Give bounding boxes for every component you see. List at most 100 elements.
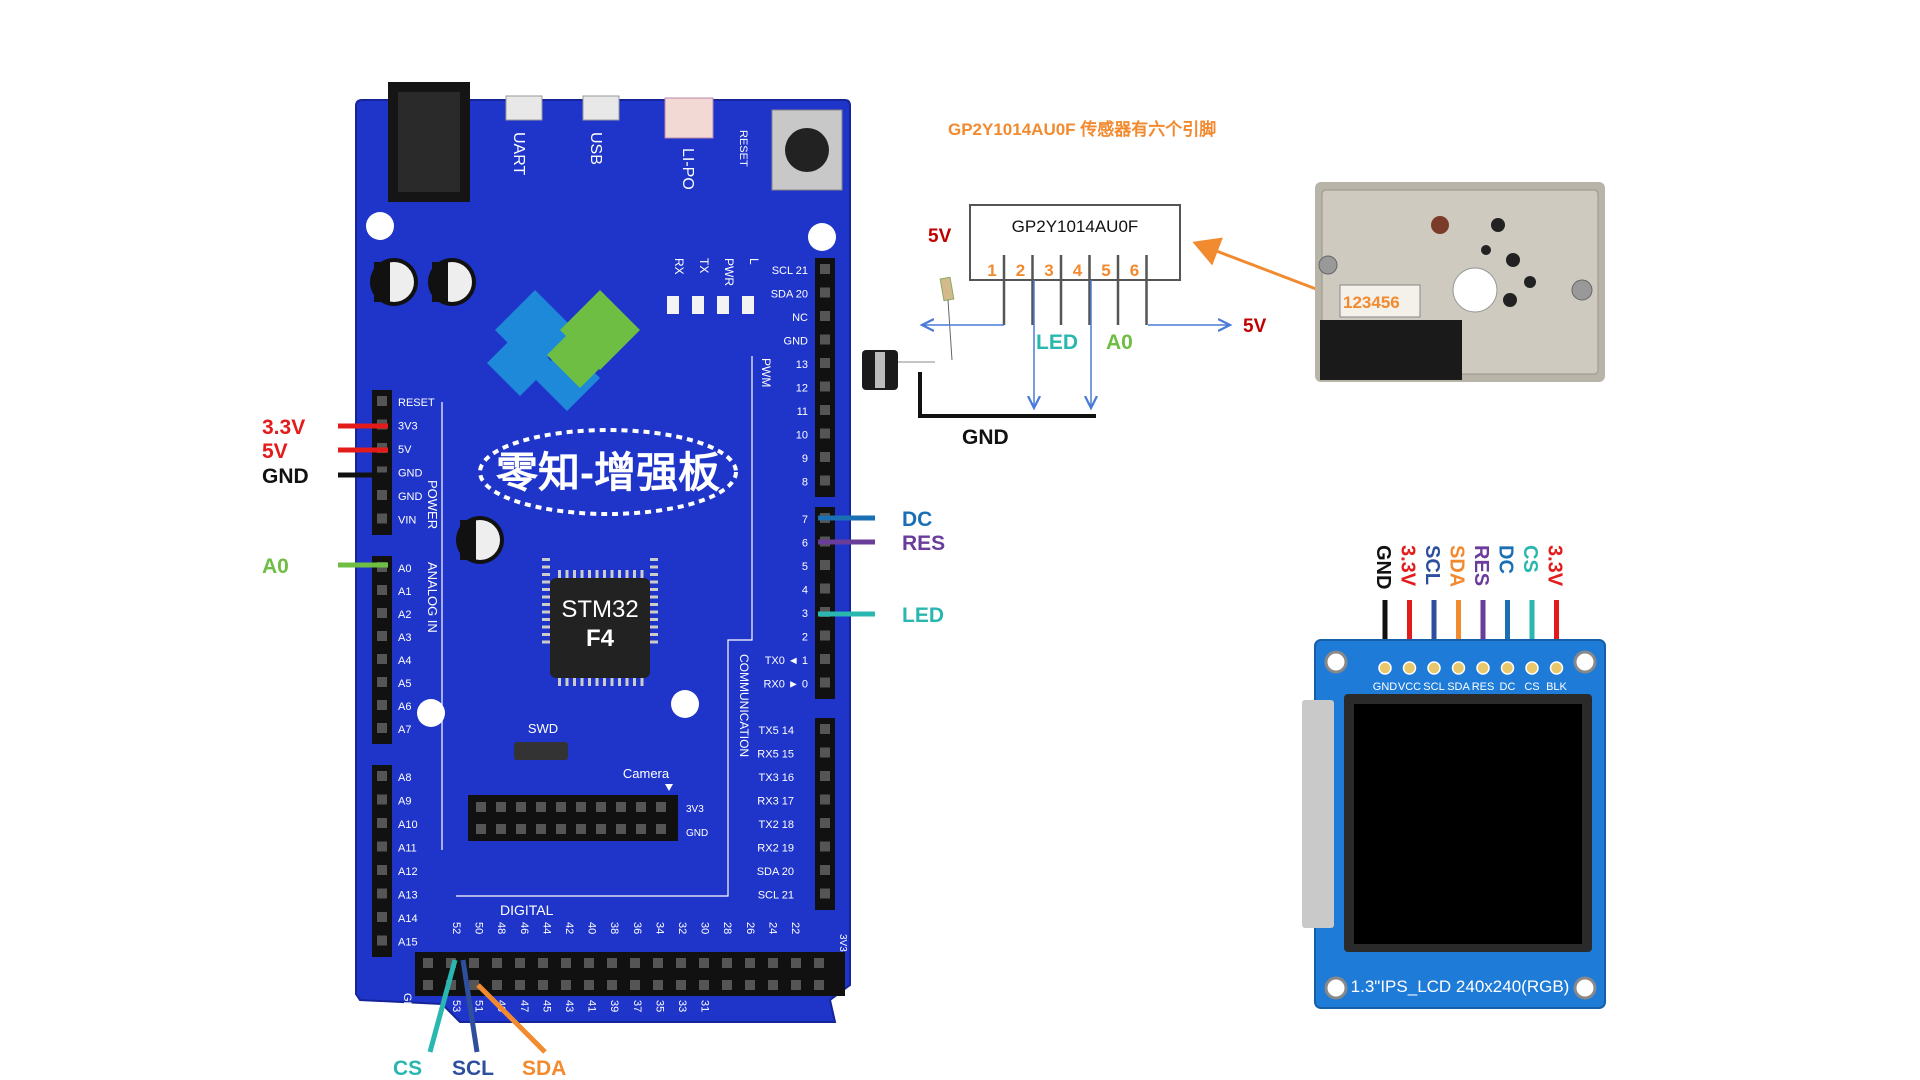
lcd-silk-label: BLK [1546,681,1567,693]
wire-bottom-label: SCL [452,1057,494,1080]
analog-pin-label: A5 [398,678,411,690]
sensor-photo: 123456 [1315,182,1605,382]
digital-pin-label: 9 [802,453,808,465]
led-indicator [717,296,729,314]
digital-pin-label: 5 [802,561,808,573]
board-name-oval [478,428,738,516]
comm-pin-label: TX3 16 [759,772,794,784]
sensor-led-label: LED [1036,331,1078,354]
usb-port [582,95,620,121]
led-label: PWR [722,258,736,286]
uart-port [505,95,543,121]
lcd-pin-label: 3.3V [1397,545,1419,587]
analog-pin-label: A10 [398,819,418,831]
comm-pin-label: RX2 19 [757,843,794,855]
sensor-a0-label: A0 [1106,331,1133,354]
wire-left-label: A0 [262,555,289,578]
digital-pin-label: 8 [802,477,808,489]
analog-pin-label: A11 [398,843,417,855]
analog-header-label: ANALOG IN [425,562,440,633]
analog-pin-label: A12 [398,866,418,878]
swd-label: SWD [528,721,558,736]
uart-label: UART [510,132,527,175]
digital-pin-label: 46 [518,922,530,934]
analog-pin-label: A3 [398,632,411,644]
digital-pin-label: 22 [789,922,801,934]
sensor-5v-label: 5V [1243,316,1267,337]
digital-pin-label: 40 [586,922,598,934]
led-indicator [692,296,704,314]
led-label: L [747,258,761,265]
digital-pin-label: 48 [495,922,507,934]
comm-pin-label: TX5 14 [759,725,794,737]
lcd-caption: 1.3"IPS_LCD 240x240(RGB) [1351,977,1570,996]
analog-pin-label: A8 [398,772,411,784]
lcd-pin-label: SCL [1421,545,1443,585]
analog-pin-label: A15 [398,937,418,949]
digital-pin-label: 28 [721,922,733,934]
camera-pin-label: 3V3 [686,804,704,815]
digital-pin-label: 3 [802,608,808,620]
sensor-pin-number: 4 [1073,261,1083,280]
sensor-pin-number: 1 [987,261,996,280]
lcd-silk-label: GND [1373,681,1398,693]
digital-pin-label: 42 [563,922,575,934]
digital-pin-label: 11 [797,406,808,418]
digital-label: DIGITAL [500,902,554,918]
lcd-silk-label: SDA [1447,681,1470,693]
digital-pin-label: RX0 ► 0 [763,679,808,691]
comm-pin-label: RX3 17 [757,796,794,808]
sensor-note: GP2Y1014AU0F 传感器有六个引脚 [948,119,1216,139]
comm-pin-label: TX2 18 [759,819,794,831]
analog-pin-label: A6 [398,701,411,713]
sensor-pin-number: 6 [1130,261,1139,280]
led-label: TX [697,258,711,273]
digital-pin-label: 30 [699,922,711,934]
digital-pin-label: 37 [631,1000,643,1012]
wire-bottom [427,959,458,1053]
sensor-pin-marker: 123456 [1343,293,1400,312]
wire-bottom [476,983,547,1054]
lcd-silk-label: VCC [1398,681,1421,693]
digital-pin-label: 52 [450,922,462,934]
resistor-icon [939,276,955,302]
camera-label: Camera [623,766,670,781]
power-pin-label: GND [398,491,423,503]
pwm-label: PWM [759,358,773,387]
comm-pin-label: SDA 20 [757,866,794,878]
digital-3v3-label: 3V3 [837,934,848,952]
sensor-gnd-label: GND [962,426,1009,449]
digital-pin-label: 47 [518,1000,530,1012]
analog-pin-label: A13 [398,890,418,902]
wire-right-label: LED [902,604,944,627]
power-header-label: POWER [425,480,440,529]
digital-pin-label: 4 [802,585,808,597]
sensor-pin-number: 3 [1044,261,1053,280]
analog-pin-label: A7 [398,724,411,736]
digital-pin-label: 53 [450,1000,462,1012]
wire-left-label: 5V [262,440,288,463]
wire-right-label: DC [902,508,932,531]
lcd-pin-label: GND [1372,545,1394,589]
power-pin-label: RESET [398,397,435,409]
comm-pin-label: RX5 15 [757,749,794,761]
lcd-silk-label: DC [1500,681,1516,693]
digital-pin-label: 50 [473,922,485,934]
analog-pin-label: A2 [398,609,411,621]
chip-label-line1: STM32 [561,596,638,623]
lcd-silk-label: CS [1524,681,1539,693]
digital-pin-label: 6 [802,538,808,550]
digital-pin-label: 12 [796,383,808,395]
power-pin-label: 5V [398,444,412,456]
sensor-5v-label: 5V [928,226,952,247]
digital-pin-label: 39 [608,1000,620,1012]
lcd-silk-label: SCL [1423,681,1444,693]
digital-pin-label: 36 [631,922,643,934]
digital-pin-label: SDA 20 [771,289,808,301]
camera-pin-label: GND [686,828,708,839]
board-logo [487,290,640,411]
sensor-pin-number: 2 [1016,261,1025,280]
digital-pin-label: 44 [540,922,552,934]
